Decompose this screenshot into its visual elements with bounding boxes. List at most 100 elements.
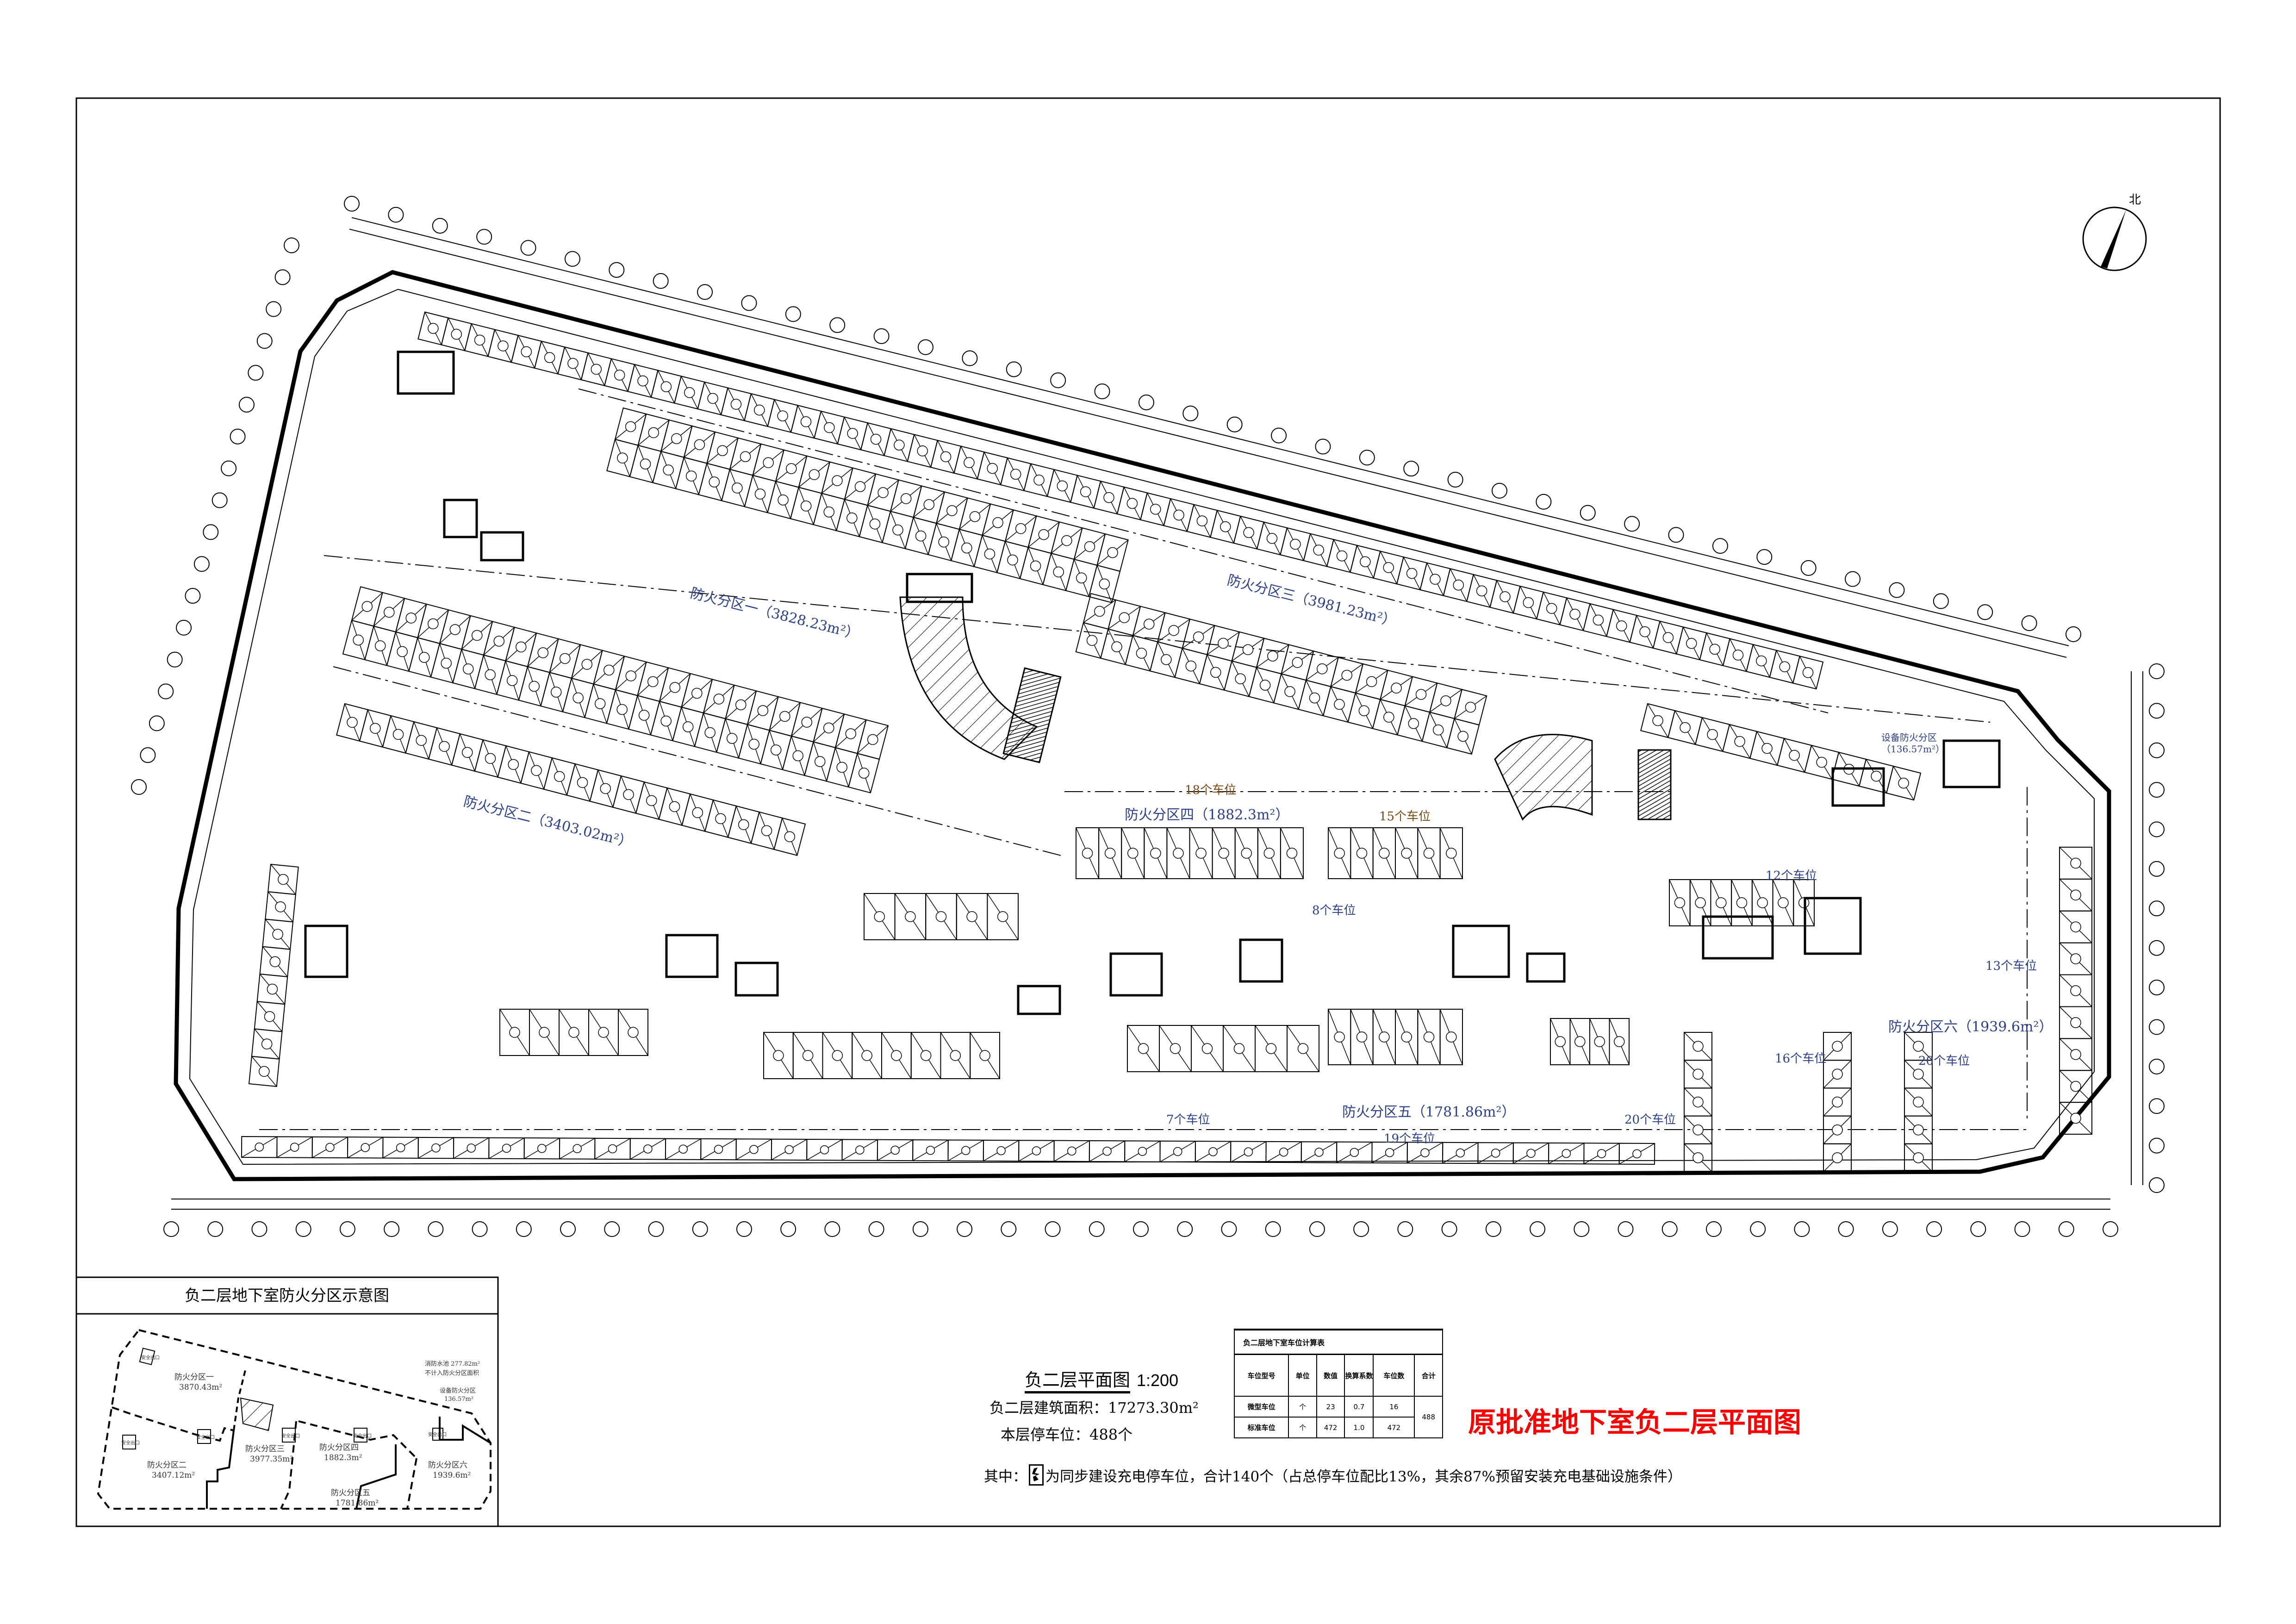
stall-number-bubble	[1832, 1124, 1843, 1136]
stall-number-bubble	[392, 729, 404, 740]
stall-number-bubble	[869, 518, 881, 530]
parking-stall	[725, 684, 757, 725]
stall-number-bubble	[1692, 1124, 1704, 1136]
axis-bubble	[2149, 742, 2165, 758]
parking-stall	[837, 416, 868, 450]
stall-number-bubble	[568, 1027, 579, 1038]
stall-number-bubble	[462, 747, 473, 758]
parking-stall	[606, 689, 638, 730]
parking-stall	[268, 863, 299, 895]
stall-number-bubble	[648, 427, 659, 438]
parking-stall	[474, 654, 506, 695]
stall-number-bubble	[997, 911, 1008, 922]
inset-zone-6-name: 防火分区六	[428, 1461, 467, 1470]
parking-stall	[771, 1138, 808, 1161]
stall-number-bubble	[832, 475, 843, 486]
stall-number-bubble	[2070, 921, 2081, 932]
parking-stall	[1149, 641, 1183, 678]
parking-stall	[241, 1136, 278, 1158]
stall-number-bubble	[1379, 848, 1390, 859]
stall-number-bubble	[506, 675, 518, 686]
stall-number-bubble	[709, 476, 720, 487]
parking-stall	[1234, 827, 1258, 879]
stall-count-label: 18个车位	[1185, 783, 1236, 797]
axis-bubble	[609, 262, 625, 278]
axis-bubble	[829, 317, 846, 333]
stall-number-bubble	[1457, 731, 1468, 742]
parking-stall	[1121, 827, 1145, 879]
parking-stall	[2059, 1038, 2092, 1071]
parking-stall	[589, 769, 622, 808]
stall-number-bubble	[824, 422, 835, 433]
axis-bubble	[339, 1221, 355, 1237]
table-header: 合计	[1414, 1354, 1443, 1397]
stall-number-bubble	[1639, 626, 1650, 637]
stall-number-bubble	[361, 601, 373, 612]
parking-stall	[735, 1138, 772, 1161]
axis-bubble	[167, 651, 183, 668]
parking-stall	[841, 1139, 878, 1161]
stall-count-label: 8个车位	[1312, 904, 1356, 918]
table-header: 换算系数	[1344, 1354, 1374, 1397]
ev-charging-icon	[1029, 1464, 1044, 1486]
stall-number-bubble	[1652, 715, 1663, 726]
stall-number-bubble	[1126, 498, 1138, 509]
stall-number-bubble	[1383, 712, 1394, 723]
stall-number-bubble	[1015, 523, 1027, 534]
stall-number-bubble	[625, 421, 636, 432]
parking-stall	[408, 637, 441, 678]
parking-stall	[1280, 527, 1311, 562]
parking-stall	[1328, 827, 1351, 879]
stall-number-bubble	[1674, 897, 1686, 908]
parking-stall	[798, 455, 831, 494]
parking-stall	[852, 1032, 882, 1079]
stall-number-bubble	[396, 1143, 405, 1152]
stall-number-bubble	[594, 698, 606, 709]
zone-label-5: 防火分区五（1781.86m²）	[1342, 1104, 1516, 1120]
parking-stall	[1042, 552, 1075, 592]
parking-stall	[1124, 1140, 1161, 1162]
stall-number-bubble	[1220, 521, 1231, 532]
stall-number-bubble	[1313, 544, 1324, 556]
axis-bubble	[274, 269, 291, 285]
stall-number-bubble	[784, 831, 796, 843]
parking-stall	[2059, 878, 2092, 912]
stall-number-bubble	[1913, 1124, 1924, 1136]
stall-number-bubble	[614, 369, 625, 381]
parking-stall	[1076, 827, 1100, 879]
stall-number-bubble	[616, 704, 628, 715]
stall-number-bubble	[521, 346, 532, 357]
parking-stall	[1823, 1032, 1852, 1061]
inset-exit-label: 安全出口	[428, 1431, 447, 1437]
axis-bubble	[251, 1221, 268, 1237]
stall-number-bubble	[640, 458, 651, 470]
axis-bubble	[1485, 1221, 1501, 1237]
parking-stall	[594, 1137, 631, 1160]
parking-stall	[910, 1032, 941, 1079]
parking-stall	[628, 695, 660, 736]
parking-stall	[417, 1137, 454, 1159]
stall-number-bubble	[1218, 637, 1229, 649]
parking-stall	[848, 753, 880, 793]
stall-number-bubble	[823, 722, 834, 734]
stall-number-bubble	[678, 1144, 688, 1154]
parking-stall	[1004, 509, 1037, 548]
table-header: 车位型号	[1233, 1354, 1289, 1397]
stair-core	[304, 924, 348, 978]
stall-number-bubble	[1334, 699, 1345, 710]
parking-stall	[1442, 1142, 1479, 1164]
parking-stall	[1326, 539, 1358, 573]
stall-number-bubble	[691, 687, 703, 699]
axis-bubble	[697, 284, 713, 300]
stall-number-bubble	[1360, 556, 1371, 568]
stall-number-bubble	[1379, 1031, 1390, 1043]
parking-stall	[930, 439, 962, 474]
inset-exit-label: 安全出口	[196, 1434, 215, 1440]
parking-stall	[814, 410, 845, 445]
stall-number-bubble	[509, 1027, 520, 1038]
parking-stall	[1073, 527, 1106, 566]
stall-number-bubble	[1385, 1148, 1394, 1157]
parking-stall	[1098, 827, 1122, 879]
stall-number-bubble	[891, 1050, 902, 1061]
axis-bubble	[2066, 626, 2081, 642]
